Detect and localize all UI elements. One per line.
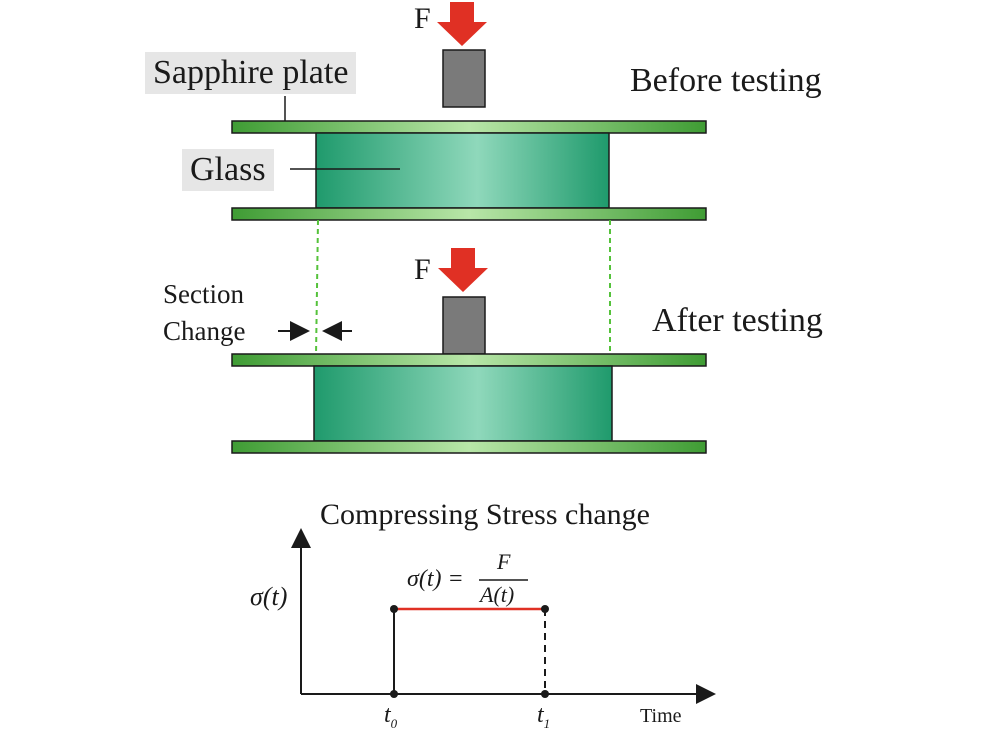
glass-before — [315, 132, 610, 209]
after-testing-label: After testing — [652, 302, 823, 339]
tick-t1-base: t — [537, 702, 544, 728]
point-t1-top — [541, 605, 549, 613]
point-t0-axis — [390, 690, 398, 698]
piston-bottom — [442, 296, 486, 355]
graph-y-label: σ(t) — [250, 582, 288, 611]
tick-t0: t0 — [384, 703, 397, 730]
force-label-top: F — [414, 2, 431, 35]
tick-t1-subscript: 1 — [543, 715, 551, 731]
sapphire-plate-top-2 — [231, 353, 707, 367]
sapphire-plate-bottom-2 — [231, 440, 707, 454]
sapphire-plate-label: Sapphire plate — [145, 52, 357, 94]
before-testing-label: Before testing — [630, 62, 822, 99]
force-arrow-bottom — [438, 248, 488, 292]
guide-left — [315, 219, 319, 357]
force-label-bottom: F — [414, 253, 431, 286]
piston-top — [442, 49, 486, 108]
force-arrow-top — [437, 2, 487, 46]
glass-label: Glass — [182, 149, 274, 191]
sapphire-plate-top-1 — [231, 120, 707, 134]
graph-x-label: Time — [640, 705, 682, 727]
tick-t0-base: t — [384, 702, 391, 728]
point-t0-top — [390, 605, 398, 613]
glass-after — [313, 365, 613, 442]
tick-t0-subscript: 0 — [390, 715, 398, 731]
formula-denominator: A(t) — [480, 582, 515, 607]
point-t1-axis — [541, 690, 549, 698]
tick-t1: t1 — [537, 703, 550, 730]
formula-lhs: σ(t) = — [407, 566, 464, 592]
graph-title: Compressing Stress change — [320, 498, 650, 531]
formula-numerator: F — [497, 549, 511, 574]
section-label: Section — [163, 279, 244, 309]
sapphire-plate-bottom-1 — [231, 207, 707, 221]
change-label: Change — [163, 316, 246, 346]
